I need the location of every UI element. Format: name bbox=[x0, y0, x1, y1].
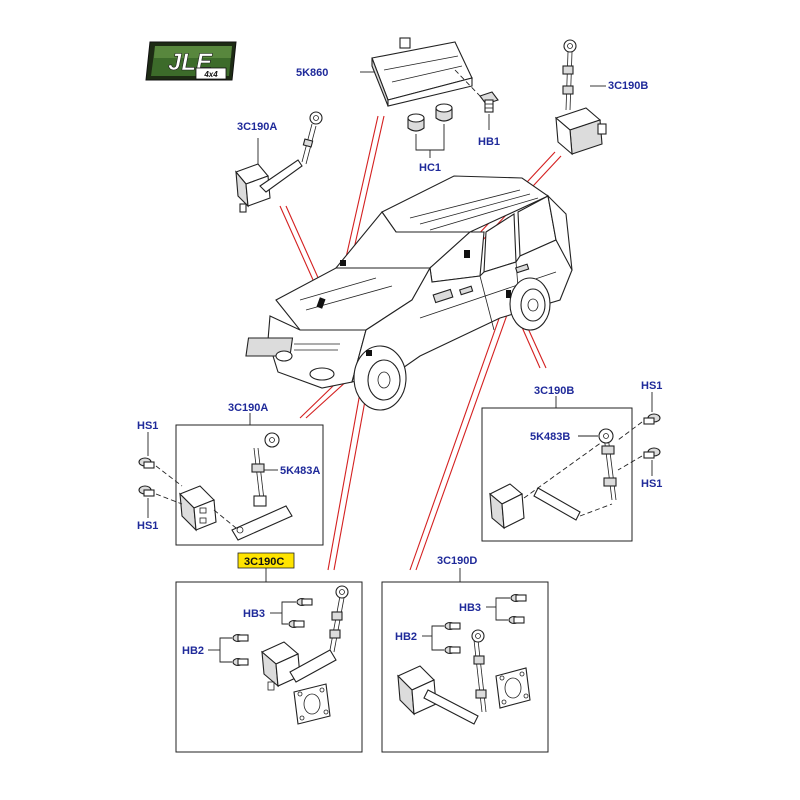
box-c-sensor bbox=[175, 581, 363, 753]
hs1-screw-4[interactable] bbox=[617, 447, 661, 471]
hc1-nut-2[interactable] bbox=[435, 103, 453, 122]
hb2-screw-d-2[interactable] bbox=[444, 645, 461, 655]
hb1-bolt[interactable] bbox=[479, 91, 499, 113]
hs1-screw-2[interactable] bbox=[138, 485, 183, 505]
label-hb3-c[interactable]: HB3 bbox=[243, 608, 265, 620]
label-hs1-a[interactable]: HS1 bbox=[137, 420, 158, 432]
jle-logo: JLE 4x4 bbox=[145, 41, 237, 81]
vehicle-illustration bbox=[245, 175, 573, 411]
label-box-rear[interactable]: 3C190B bbox=[534, 385, 574, 397]
label-box-d[interactable]: 3C190D bbox=[437, 555, 477, 567]
sensor-d-assembly[interactable] bbox=[397, 629, 531, 725]
label-box-front[interactable]: 3C190A bbox=[228, 402, 268, 414]
hb2-screw-d-1[interactable] bbox=[444, 621, 461, 631]
label-hc1[interactable]: HC1 bbox=[419, 162, 441, 174]
box-rear-sensor bbox=[481, 407, 633, 542]
hb3-screw-c-1[interactable] bbox=[296, 597, 313, 607]
hb2-screw-c-2[interactable] bbox=[232, 657, 249, 667]
hs1-screw-1[interactable] bbox=[138, 457, 183, 487]
hc1-nut-1[interactable] bbox=[407, 113, 425, 132]
box-d-sensor bbox=[381, 581, 549, 753]
label-sensor-front-top[interactable]: 3C190A bbox=[237, 121, 277, 133]
label-hb2-c[interactable]: HB2 bbox=[182, 645, 204, 657]
front-height-sensor-top[interactable] bbox=[235, 111, 323, 213]
label-hb2-d[interactable]: HB2 bbox=[395, 631, 417, 643]
rear-height-sensor-top[interactable] bbox=[554, 39, 607, 156]
label-box-c[interactable]: 3C190C bbox=[244, 556, 284, 568]
ecu-module[interactable] bbox=[371, 37, 481, 107]
label-link-rear[interactable]: 5K483B bbox=[530, 431, 570, 443]
label-ecu[interactable]: 5K860 bbox=[296, 67, 328, 79]
hb3-screw-c-2[interactable] bbox=[288, 619, 305, 629]
box-front-sensor bbox=[175, 424, 324, 546]
hb3-screw-d-2[interactable] bbox=[508, 615, 525, 625]
sensor-c-assembly[interactable] bbox=[260, 585, 349, 725]
hb3-screw-d-1[interactable] bbox=[510, 593, 527, 603]
label-hs1-d[interactable]: HS1 bbox=[641, 478, 662, 490]
label-hs1-c[interactable]: HS1 bbox=[641, 380, 662, 392]
hb2-screw-c-1[interactable] bbox=[232, 633, 249, 643]
label-hb1[interactable]: HB1 bbox=[478, 136, 500, 148]
label-hs1-b[interactable]: HS1 bbox=[137, 520, 158, 532]
label-link-front[interactable]: 5K483A bbox=[280, 465, 320, 477]
rear-sensor-assembly[interactable] bbox=[489, 428, 617, 530]
logo-subtext: 4x4 bbox=[203, 70, 218, 79]
hs1-screw-3[interactable] bbox=[617, 413, 661, 441]
label-hb3-d[interactable]: HB3 bbox=[459, 602, 481, 614]
label-sensor-rear-top[interactable]: 3C190B bbox=[608, 80, 648, 92]
front-sensor-assembly[interactable] bbox=[179, 432, 293, 541]
